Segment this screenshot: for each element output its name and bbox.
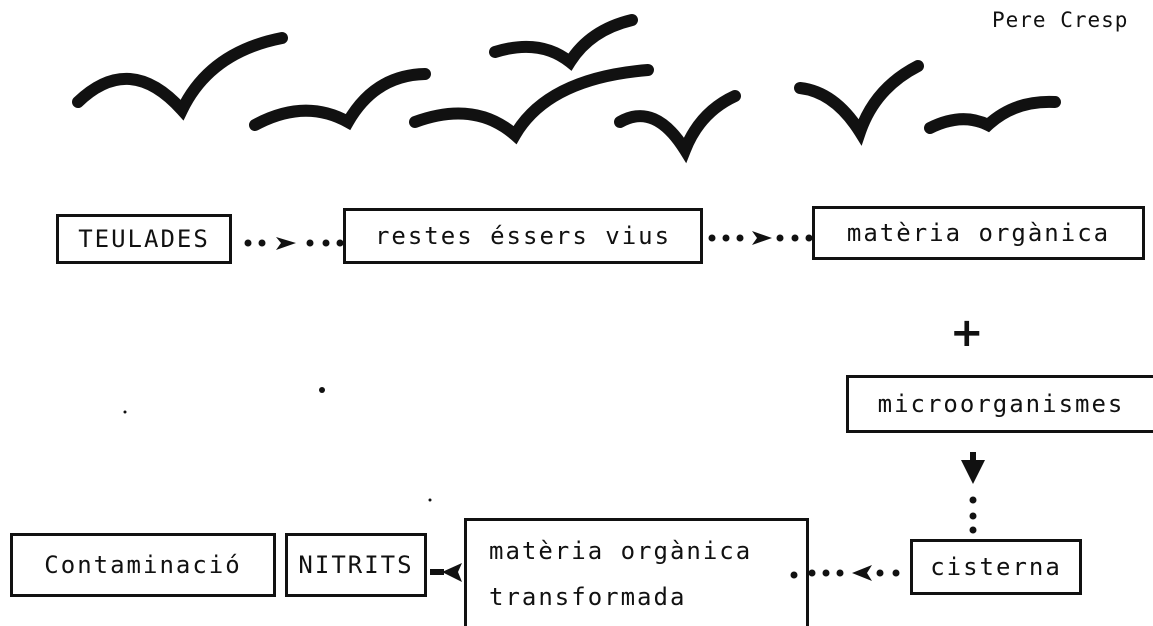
author-name: Pere Cresp bbox=[992, 8, 1129, 32]
node-microorganismes: microorganismes bbox=[846, 375, 1153, 433]
materia-transformada-line2: transformada bbox=[489, 582, 687, 611]
plus-sign: + bbox=[950, 310, 984, 356]
bird-icon bbox=[409, 64, 654, 145]
bird-icon bbox=[249, 68, 431, 131]
node-materia-transformada: matèria orgànica transformada bbox=[464, 518, 809, 626]
arrow-left-icon bbox=[442, 563, 462, 582]
connector-micro-cisterna bbox=[969, 496, 977, 534]
node-teulades: TEULADES bbox=[56, 214, 232, 264]
arrow-right-icon bbox=[276, 237, 296, 250]
node-restes-essers-vius: restes éssers vius bbox=[343, 208, 703, 264]
node-contaminacio: Contaminació bbox=[10, 533, 276, 597]
node-materia-organica: matèria orgànica bbox=[812, 206, 1145, 260]
arrow-down-icon bbox=[961, 460, 985, 484]
bird-icon bbox=[72, 32, 288, 121]
connector-restes-materia bbox=[708, 234, 813, 242]
node-nitrits: NITRITS bbox=[285, 533, 427, 597]
connector-cisterna-transformada bbox=[790, 569, 900, 579]
arrow-right-icon bbox=[752, 231, 772, 245]
materia-transformada-line1: matèria orgànica bbox=[489, 536, 753, 565]
bird-icon bbox=[924, 95, 1061, 134]
connector-teulades-restes bbox=[244, 239, 344, 247]
arrow-left-icon bbox=[852, 565, 872, 581]
bird-icon bbox=[794, 60, 924, 146]
node-cisterna: cisterna bbox=[910, 539, 1082, 595]
bird-icon bbox=[614, 90, 741, 164]
bird-icon bbox=[489, 14, 638, 71]
